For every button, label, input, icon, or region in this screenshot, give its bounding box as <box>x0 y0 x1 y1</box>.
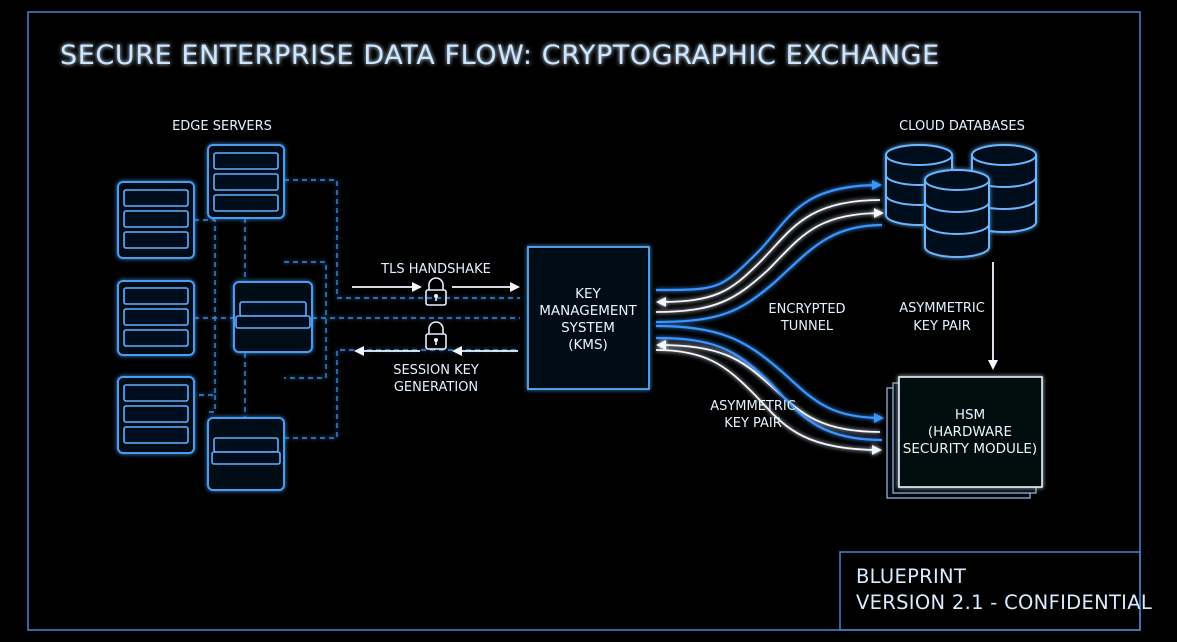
kms-line-4: (KMS) <box>568 337 608 353</box>
session-key-label-1: SESSION KEY <box>393 363 479 378</box>
asym-key-left-label-2: KEY PAIR <box>724 416 782 431</box>
edge-servers-label: EDGE SERVERS <box>172 119 272 134</box>
encrypted-tunnel-upper <box>655 180 884 324</box>
database-icon-3 <box>924 169 990 258</box>
kms-box <box>527 246 650 390</box>
asym-key-right-label-2: KEY PAIR <box>913 319 971 334</box>
edge-server-2 <box>117 181 195 259</box>
session-key-label-2: GENERATION <box>394 380 478 395</box>
asym-key-right-label-1: ASYMMETRIC <box>899 301 985 316</box>
edge-server-1 <box>207 144 285 219</box>
hsm-box <box>886 376 1043 499</box>
kms-line-3: SYSTEM <box>561 320 615 336</box>
edge-server-3 <box>117 280 195 356</box>
diagram-title: SECURE ENTERPRISE DATA FLOW: CRYPTOGRAPH… <box>60 40 940 71</box>
outer-frame <box>27 11 1141 631</box>
encrypted-tunnel-lower <box>655 324 884 455</box>
cloud-databases-label: CLOUD DATABASES <box>899 119 1025 134</box>
blueprint-stamp <box>839 551 1141 631</box>
blueprint-line-2: VERSION 2.1 - CONFIDENTIAL <box>856 591 1152 614</box>
tls-handshake-label: TLS HANDSHAKE <box>380 262 491 277</box>
kms-line-2: MANAGEMENT <box>539 303 637 319</box>
edge-server-5 <box>207 417 285 491</box>
encrypted-tunnel-label-1: ENCRYPTED <box>768 302 845 317</box>
edge-server-hub <box>233 281 313 353</box>
encrypted-tunnel-label-2: TUNNEL <box>780 319 834 334</box>
edge-server-4 <box>117 376 195 454</box>
hsm-line-1: HSM <box>955 407 985 423</box>
hsm-line-3: SECURITY MODULE) <box>903 441 1037 457</box>
lock-icon-2 <box>425 321 447 350</box>
kms-line-1: KEY <box>575 286 601 302</box>
lock-icon <box>425 277 447 306</box>
blueprint-line-1: BLUEPRINT <box>856 565 966 588</box>
asym-key-left-label-1: ASYMMETRIC <box>710 399 796 414</box>
hsm-line-2: (HARDWARE <box>928 424 1012 440</box>
